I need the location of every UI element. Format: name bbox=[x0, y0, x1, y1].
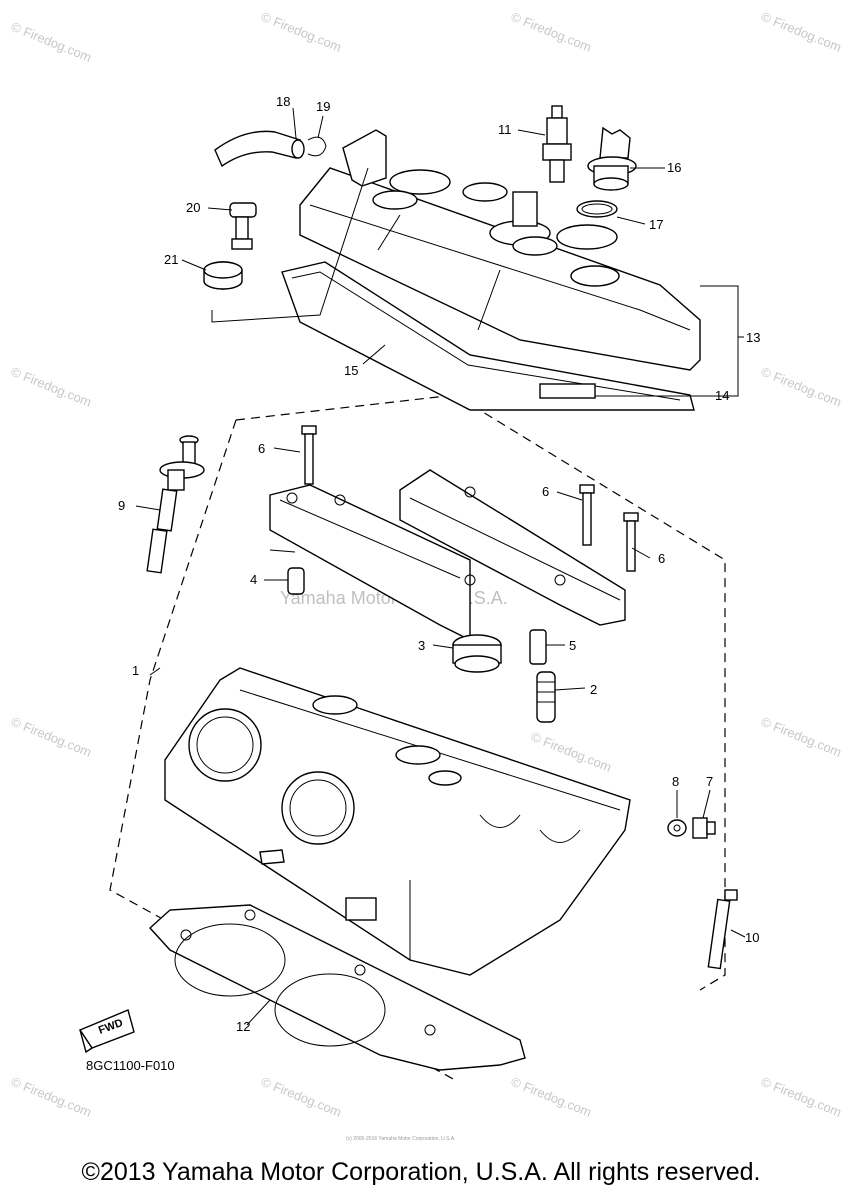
callout-6: 6 bbox=[542, 484, 549, 499]
blind-plug-part bbox=[452, 634, 502, 673]
valve-guide-long-part bbox=[536, 671, 556, 723]
fwd-arrow-icon: FWD bbox=[78, 1009, 135, 1054]
firedog-watermark: © Firedog.com bbox=[509, 1074, 594, 1120]
callout-7: 7 bbox=[706, 774, 713, 789]
callout-15: 15 bbox=[344, 363, 358, 378]
callout-12: 12 bbox=[236, 1019, 250, 1034]
callout-18: 18 bbox=[276, 94, 290, 109]
firedog-watermark: © Firedog.com bbox=[259, 9, 344, 55]
washer-part bbox=[667, 819, 687, 837]
callout-2: 2 bbox=[590, 682, 597, 697]
callout-1: 1 bbox=[132, 663, 139, 678]
firedog-watermark: © Firedog.com bbox=[759, 364, 842, 410]
assembly-boundary bbox=[109, 394, 726, 1081]
copyright-footer: ©2013 Yamaha Motor Corporation, U.S.A. A… bbox=[81, 1158, 761, 1186]
firedog-watermark: © Firedog.com bbox=[259, 1074, 344, 1120]
firedog-watermark: © Firedog.com bbox=[759, 714, 842, 760]
callout-16: 16 bbox=[667, 160, 681, 175]
firedog-watermark: © Firedog.com bbox=[759, 1074, 842, 1120]
leader-lines bbox=[135, 107, 746, 1026]
callout-17: 17 bbox=[649, 217, 663, 232]
callout-3: 3 bbox=[418, 638, 425, 653]
firedog-watermark: © Firedog.com bbox=[9, 19, 94, 65]
callout-19: 19 bbox=[316, 99, 330, 114]
callout-6: 6 bbox=[258, 441, 265, 456]
fine-print: (c) 2005-2016 Yamaha Motor Corporation, … bbox=[346, 1136, 456, 1142]
callout-21: 21 bbox=[164, 252, 178, 267]
callout-13: 13 bbox=[746, 330, 760, 345]
callout-6: 6 bbox=[658, 551, 665, 566]
oil-filler-cap-part bbox=[587, 126, 637, 191]
grommet-part bbox=[203, 261, 243, 290]
head-stud-bolt-part bbox=[146, 435, 205, 574]
cylinder-head-cover-part bbox=[299, 129, 701, 407]
firedog-watermark: © Firedog.com bbox=[9, 714, 94, 760]
callout-9: 9 bbox=[118, 498, 125, 513]
callout-4: 4 bbox=[250, 572, 257, 587]
diagram-code: 8GC1100-F010 bbox=[86, 1058, 175, 1073]
callout-20: 20 bbox=[186, 200, 200, 215]
breather-hose-part bbox=[214, 130, 305, 168]
callout-5: 5 bbox=[569, 638, 576, 653]
o-ring-part bbox=[576, 200, 618, 218]
callout-11: 11 bbox=[498, 122, 512, 137]
cap-bolt-part bbox=[579, 484, 595, 546]
union-bolt-part bbox=[692, 817, 716, 839]
callout-8: 8 bbox=[672, 774, 679, 789]
head-cover-gasket-part bbox=[281, 261, 695, 411]
cover-bolt-part bbox=[229, 202, 257, 250]
cylinder-head-gasket-part bbox=[149, 904, 526, 1071]
firedog-watermark: © Firedog.com bbox=[9, 1074, 94, 1120]
firedog-watermark: © Firedog.com bbox=[529, 729, 614, 775]
camshaft-cap-part bbox=[269, 484, 476, 642]
valve-guide-part bbox=[529, 629, 547, 665]
long-stud-bolt-part bbox=[707, 889, 738, 970]
hose-clip-part bbox=[307, 136, 327, 157]
firedog-watermark: © Firedog.com bbox=[9, 364, 94, 410]
callout-10: 10 bbox=[745, 930, 759, 945]
callout-14: 14 bbox=[715, 388, 729, 403]
dowel-pin-part bbox=[287, 567, 305, 595]
camshaft-cap-right-part bbox=[399, 469, 626, 626]
cap-bolt-part bbox=[623, 512, 639, 572]
cylinder-head-part bbox=[164, 667, 631, 976]
firedog-watermark: © Firedog.com bbox=[509, 9, 594, 55]
firedog-watermark: © Firedog.com bbox=[759, 9, 842, 55]
spark-plug-part bbox=[542, 105, 572, 183]
callout-labels: 18 19 20 21 11 16 17 13 14 15 6 6 6 9 4 … bbox=[118, 94, 760, 1034]
parts-diagram: © Firedog.com © Firedog.com © Firedog.co… bbox=[9, 9, 842, 1142]
cap-bolt-part bbox=[301, 425, 317, 485]
